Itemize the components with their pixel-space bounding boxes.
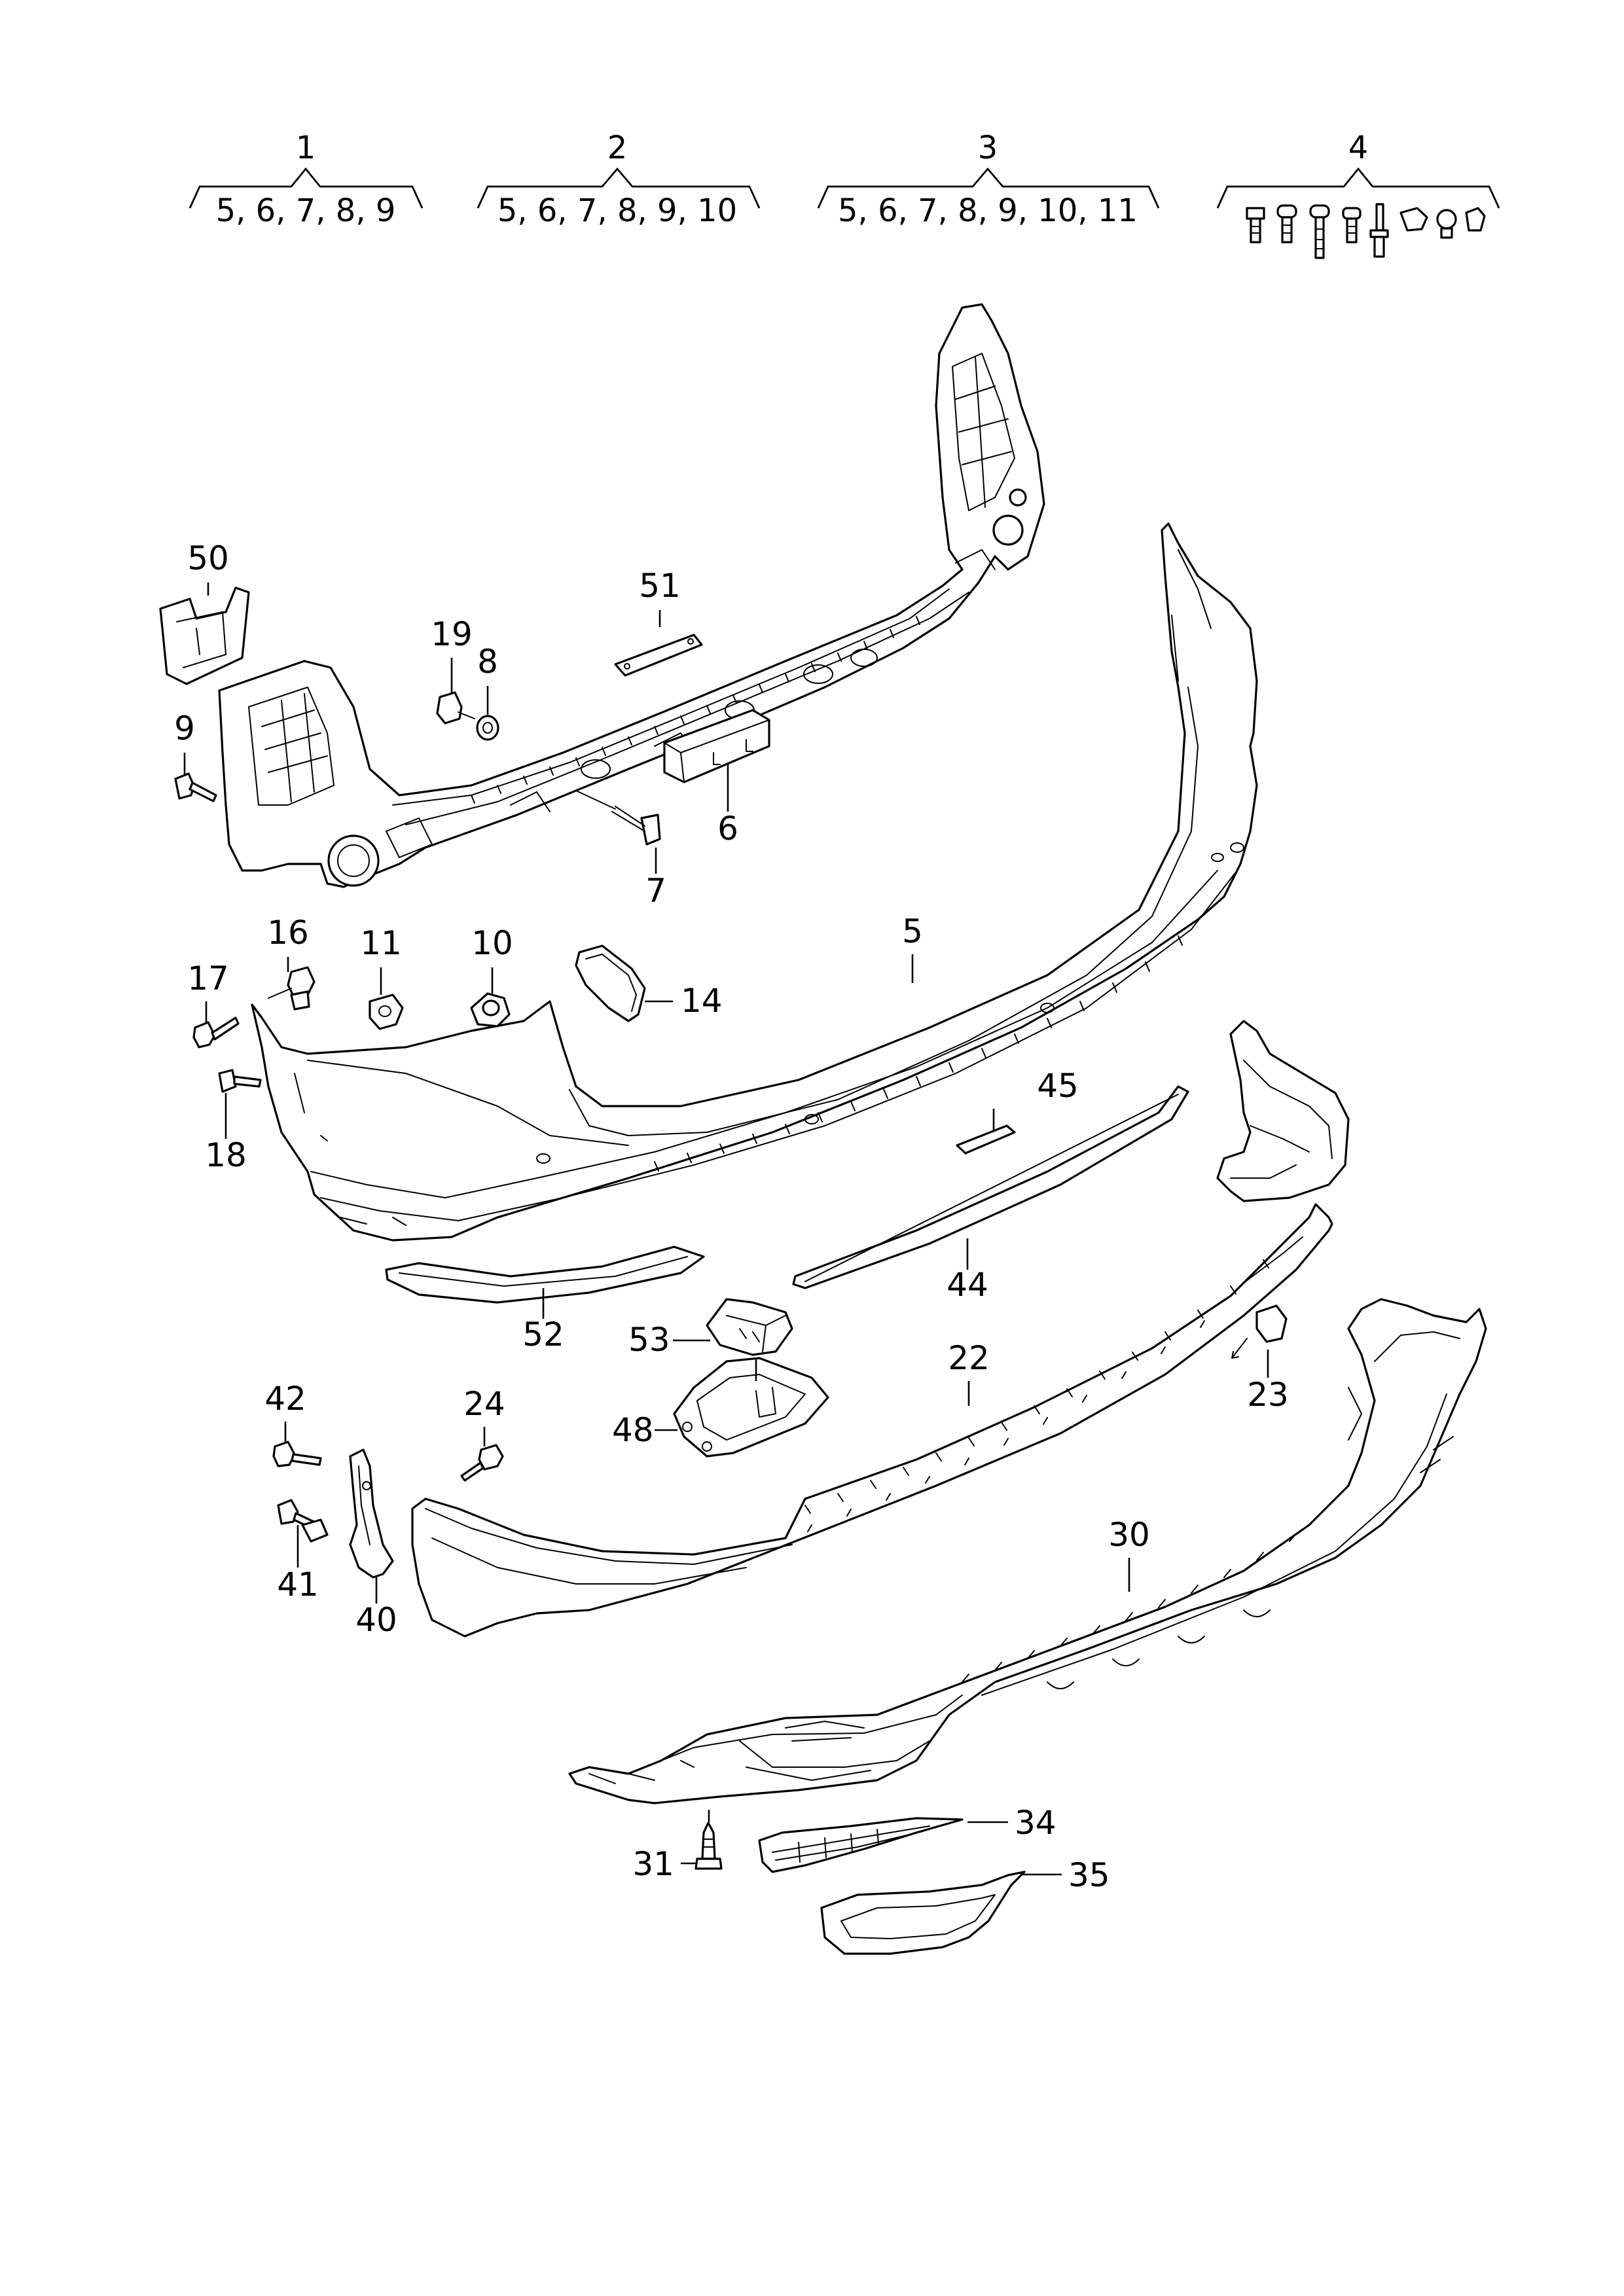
bumper-carrier (218, 303, 1045, 888)
callout-8: 8 (477, 643, 498, 681)
part-5 (251, 522, 1258, 1242)
kit-3-number: 3 (978, 130, 998, 166)
part-41 (277, 1499, 329, 1543)
part-22-bracket (1216, 1020, 1350, 1202)
part-52 (385, 1246, 705, 1304)
part-30 (568, 1298, 1487, 1804)
part-10 (470, 992, 511, 1028)
kit-1-contents: 5, 6, 7, 8, 9 (216, 192, 396, 229)
part-19 (436, 691, 475, 725)
callout-18: 18 (205, 1136, 247, 1174)
kit-4-number: 4 (1348, 130, 1369, 166)
part-42 (272, 1441, 322, 1467)
callout-48: 48 (612, 1411, 654, 1449)
callout-16: 16 (267, 914, 309, 952)
kit-2-number: 2 (607, 130, 628, 166)
callout-35: 35 (1068, 1856, 1110, 1894)
part-45 (956, 1124, 1016, 1155)
part-24 (460, 1444, 504, 1482)
callout-23: 23 (1247, 1376, 1289, 1414)
callout-17: 17 (187, 960, 229, 997)
kit-3: 3 5, 6, 7, 8, 9, 10, 11 (817, 130, 1160, 229)
callout-34: 34 (1015, 1804, 1056, 1842)
part-22 (411, 1203, 1333, 1638)
callout-11: 11 (360, 924, 402, 962)
part-23 (1231, 1304, 1288, 1359)
part-8 (476, 715, 499, 741)
callout-41: 41 (277, 1566, 319, 1604)
kit-4-fasteners-icon (1246, 203, 1486, 259)
callout-44: 44 (947, 1266, 988, 1304)
part-16 (268, 966, 316, 1011)
callout-31: 31 (632, 1845, 674, 1883)
callout-19: 19 (431, 615, 473, 653)
callout-24: 24 (463, 1385, 505, 1423)
kit-2: 2 5, 6, 7, 8, 9, 10 (477, 130, 761, 229)
part-11 (369, 994, 404, 1030)
callout-53: 53 (628, 1321, 670, 1359)
part-18 (218, 1069, 262, 1093)
part-44 (792, 1085, 1189, 1289)
part-7 (575, 790, 661, 846)
callout-42: 42 (264, 1380, 306, 1418)
kit-2-contents: 5, 6, 7, 8, 9, 10 (497, 192, 737, 229)
callout-40: 40 (355, 1601, 397, 1639)
kit-3-contents: 5, 6, 7, 8, 9, 10, 11 (838, 192, 1138, 229)
callout-7: 7 (645, 872, 666, 910)
part-9 (174, 772, 217, 802)
part-48 (673, 1357, 829, 1458)
callout-52: 52 (522, 1316, 564, 1354)
kit-4: 4 (1216, 130, 1500, 259)
callouts: 50 51 19 8 9 6 7 5 16 17 18 11 10 14 45 … (174, 539, 1289, 1894)
callout-50: 50 (187, 539, 229, 577)
part-53 (706, 1298, 793, 1356)
leader-lines (183, 583, 1269, 1876)
callout-5: 5 (902, 912, 923, 950)
part-6 (663, 709, 770, 783)
callout-14: 14 (681, 982, 723, 1020)
part-50 (159, 586, 250, 685)
callout-30: 30 (1108, 1516, 1150, 1554)
part-51 (614, 634, 703, 677)
part-14 (575, 944, 646, 1022)
part-40 (349, 1448, 394, 1579)
callout-22: 22 (948, 1339, 990, 1377)
part-31 (695, 1821, 723, 1870)
kit-1-number: 1 (296, 130, 316, 166)
part-35 (820, 1871, 1026, 1955)
part-17 (192, 1016, 240, 1049)
part-34 (758, 1817, 964, 1873)
callout-45: 45 (1037, 1067, 1079, 1105)
callout-51: 51 (639, 567, 681, 605)
callout-10: 10 (471, 924, 513, 962)
callout-6: 6 (717, 810, 738, 848)
kit-1: 1 5, 6, 7, 8, 9 (189, 130, 424, 229)
callout-9: 9 (174, 709, 195, 747)
